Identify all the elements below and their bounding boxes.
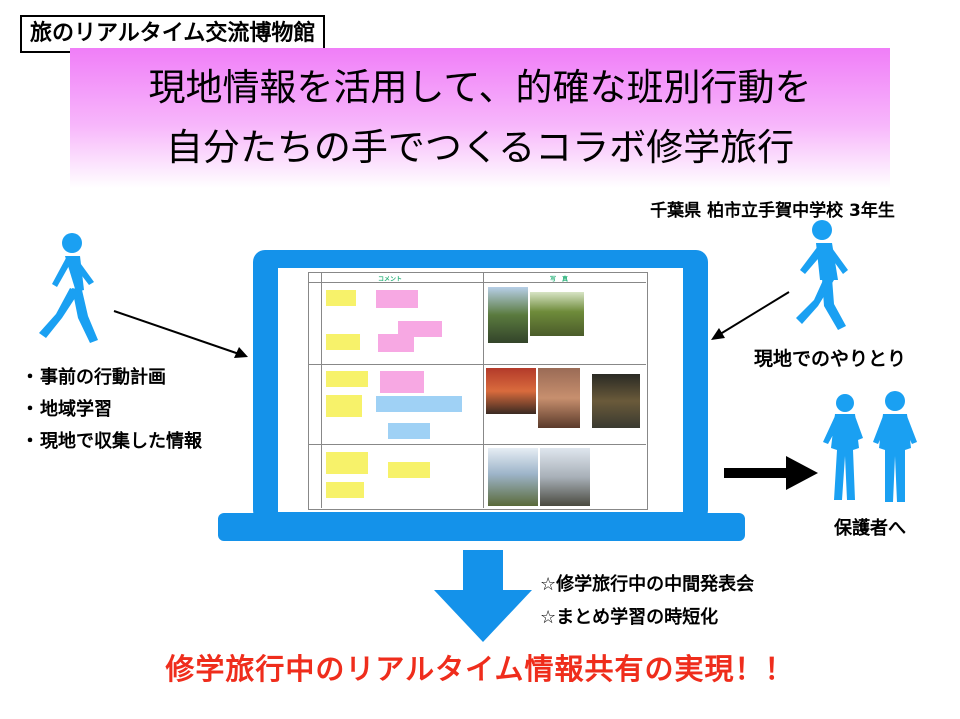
arrow-to-laptop-icon	[113, 310, 248, 358]
list-item: ・現地で収集した情報	[21, 431, 202, 452]
laptop-screen: コメント 写 真	[278, 268, 683, 512]
onsite-label: 現地でのやりとり	[753, 348, 906, 370]
parents-icon	[823, 391, 917, 502]
sticky-note	[326, 334, 360, 350]
sticky-note	[398, 321, 442, 337]
screen-header-photo: 写 真	[550, 276, 569, 283]
walking-person-left-icon	[39, 233, 98, 343]
sticky-note	[388, 423, 430, 439]
laptop-base	[218, 513, 745, 541]
sticky-note	[418, 396, 462, 412]
sticky-note	[326, 452, 368, 474]
school-name: 千葉県 柏市立手賀中学校 3年生	[650, 201, 895, 221]
down-arrow-icon	[434, 550, 532, 642]
headline-line-2: 自分たちの手でつくるコラボ修学旅行	[165, 126, 795, 169]
benefit-item: ☆修学旅行中の中間発表会	[540, 574, 755, 595]
photo-thumbnail	[530, 292, 584, 336]
sticky-note	[326, 290, 356, 306]
sticky-note	[378, 334, 414, 352]
list-item: ・事前の行動計画	[21, 367, 166, 388]
photo-thumbnail	[488, 287, 528, 343]
conclusion-text: 修学旅行中のリアルタイム情報共有の実現！！	[165, 652, 795, 686]
benefit-item: ☆まとめ学習の時短化	[540, 607, 719, 628]
sticky-note	[376, 290, 418, 308]
screen-header-comment: コメント	[378, 276, 403, 283]
photo-thumbnail	[540, 448, 590, 506]
left-list: ・事前の行動計画 ・地域学習 ・現地で収集した情報	[20, 362, 250, 458]
arrow-from-onsite-icon	[711, 291, 790, 340]
photo-thumbnail	[592, 374, 640, 428]
list-item: ・地域学習	[21, 399, 112, 420]
walking-person-right-icon	[796, 220, 848, 330]
screen-table	[308, 272, 648, 510]
photo-thumbnail	[486, 368, 536, 414]
sticky-note	[326, 482, 364, 498]
photo-thumbnail	[488, 448, 538, 506]
sticky-note	[380, 371, 424, 393]
sticky-note	[388, 462, 430, 478]
arrow-to-parents-icon	[724, 456, 818, 490]
headline-line-1: 現地情報を活用して、的確な班別行動を	[148, 66, 812, 109]
sticky-note	[326, 395, 362, 417]
sticky-note	[326, 371, 368, 387]
headline-banner: 現地情報を活用して、的確な班別行動を 自分たちの手でつくるコラボ修学旅行	[70, 48, 890, 188]
museum-label: 旅のリアルタイム交流博物館	[20, 15, 326, 53]
photo-thumbnail	[538, 368, 580, 428]
parents-label: 保護者へ	[834, 518, 906, 539]
benefits-list: ☆修学旅行中の中間発表会 ☆まとめ学習の時短化	[540, 568, 840, 634]
sticky-note	[376, 396, 418, 412]
